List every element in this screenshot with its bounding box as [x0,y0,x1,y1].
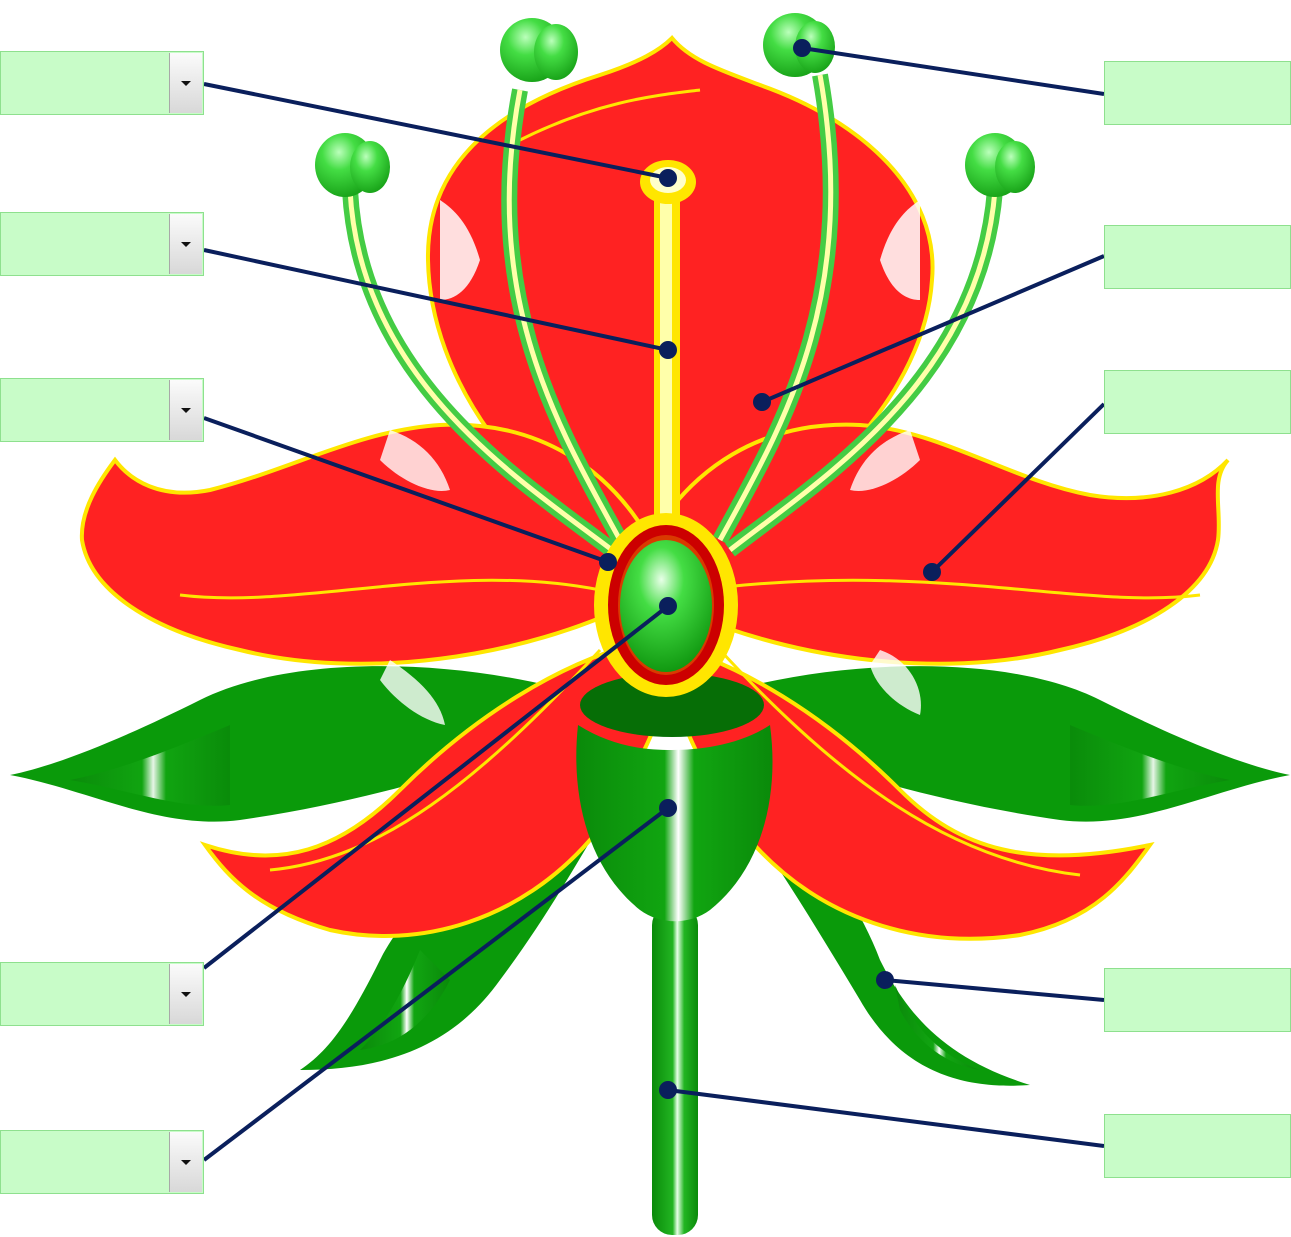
anther-3 [315,133,390,197]
anther-4 [965,133,1035,197]
chevron-down-icon [181,992,191,997]
petal-left [82,425,650,664]
dropdown-button[interactable] [169,964,202,1024]
style-label-select[interactable] [0,212,204,276]
chevron-down-icon [181,1160,191,1165]
dropdown-button[interactable] [169,214,202,274]
sepal-label-box[interactable] [1104,968,1291,1032]
receptacle [576,673,772,921]
ovary-wall-label-select[interactable] [0,378,204,442]
stigma-label-select[interactable] [0,51,204,115]
dropdown-button[interactable] [169,53,202,113]
chevron-down-icon [181,242,191,247]
anther-label-box[interactable] [1104,61,1291,125]
petal-label-box[interactable] [1104,370,1291,434]
chevron-down-icon [181,81,191,86]
anther-1 [500,18,578,82]
dropdown-button[interactable] [169,1132,202,1192]
ovule-label-select[interactable] [0,962,204,1026]
stalk-label-box[interactable] [1104,1114,1291,1178]
chevron-down-icon [181,408,191,413]
dropdown-button[interactable] [169,380,202,440]
receptacle-label-select[interactable] [0,1130,204,1194]
filament-label-box[interactable] [1104,225,1291,289]
stalk [652,905,698,1235]
